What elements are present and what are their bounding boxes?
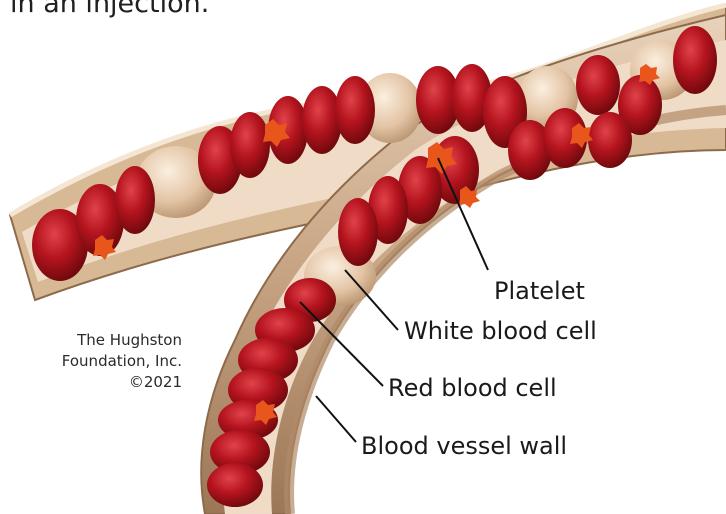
credit-line-3: ©2021 <box>20 372 182 393</box>
red-cell <box>207 463 263 507</box>
label-blood-vessel-wall: Blood vessel wall <box>361 434 567 458</box>
label-white-blood-cell: White blood cell <box>404 319 597 343</box>
label-red-blood-cell: Red blood cell <box>388 376 557 400</box>
red-cell <box>576 55 620 115</box>
credit-line-1: The Hughston <box>20 330 182 351</box>
red-cell <box>115 166 155 234</box>
red-cell <box>335 76 375 144</box>
copyright-credit: The Hughston Foundation, Inc. ©2021 <box>20 330 182 393</box>
red-cell <box>673 26 717 94</box>
red-cell <box>338 198 378 266</box>
red-cell <box>588 112 632 168</box>
label-platelet: Platelet <box>494 279 585 303</box>
leader-line-vessel-wall <box>316 396 356 442</box>
red-cell <box>230 112 270 178</box>
credit-line-2: Foundation, Inc. <box>20 351 182 372</box>
